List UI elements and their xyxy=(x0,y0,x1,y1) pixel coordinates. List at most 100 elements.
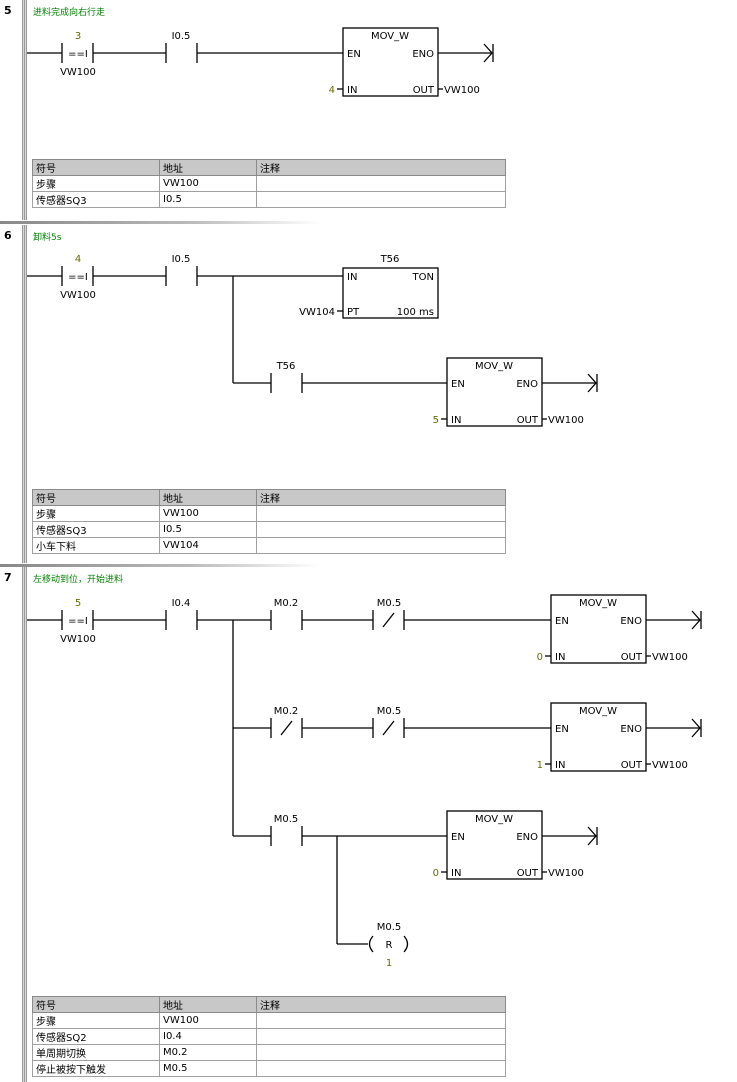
network-comment[interactable]: 左移动到位，开始进料 xyxy=(33,575,124,585)
in-value: 1 xyxy=(537,760,543,771)
network-separator xyxy=(0,564,320,567)
in-pin: IN xyxy=(347,272,357,283)
en-pin: EN xyxy=(451,379,465,390)
network-6[interactable]: 6 卸料5s 4 ==I VW100 I0.5 T56 xyxy=(0,225,737,563)
eno-pin: ENO xyxy=(620,616,642,627)
mov-w-box[interactable]: MOV_W EN ENO IN OUT 0 VW100 xyxy=(433,814,584,879)
pt-pin: PT xyxy=(347,307,360,318)
box-title: MOV_W xyxy=(579,706,617,717)
out-value: VW100 xyxy=(548,868,584,879)
eno-pin: ENO xyxy=(516,832,538,843)
compare-operand: VW100 xyxy=(60,634,96,645)
in-value: 0 xyxy=(537,652,543,663)
box-title: MOV_W xyxy=(579,598,617,609)
mov-w-box[interactable]: MOV_W EN ENO IN OUT 4 VW100 xyxy=(329,31,480,96)
contact-label[interactable]: I0.4 xyxy=(172,598,191,609)
contact-label[interactable]: M0.2 xyxy=(274,706,299,717)
mov-w-box[interactable]: MOV_W EN ENO IN OUT 1 VW100 xyxy=(537,706,688,771)
en-pin: EN xyxy=(555,724,569,735)
contact-label[interactable]: I0.5 xyxy=(172,31,191,42)
header-symbol: 符号 xyxy=(32,996,160,1013)
out-value: VW100 xyxy=(652,760,688,771)
in-value: 0 xyxy=(433,868,439,879)
time-base: 100 ms xyxy=(397,307,434,318)
contact-label[interactable]: M0.5 xyxy=(274,814,299,825)
compare-value: 3 xyxy=(75,31,81,42)
compare-operand: VW100 xyxy=(60,67,96,78)
header-comment: 注释 xyxy=(256,489,506,506)
en-pin: EN xyxy=(555,616,569,627)
in-pin: IN xyxy=(347,85,357,96)
mov-w-box[interactable]: MOV_W EN ENO IN OUT 0 VW100 xyxy=(537,598,688,663)
in-pin: IN xyxy=(555,760,565,771)
contact-label[interactable]: M0.5 xyxy=(377,706,402,717)
power-rail xyxy=(22,0,27,220)
ladder-diagram: 3 ==I VW100 I0.5 MOV_W EN ENO IN OUT 4 V… xyxy=(27,27,494,97)
eno-pin: ENO xyxy=(620,724,642,735)
header-symbol: 符号 xyxy=(32,159,160,176)
in-pin: IN xyxy=(451,868,461,879)
ladder-diagram: 5 ==I VW100 I0.4 M0.2 M0.5 M0.2 M0.5 M0.… xyxy=(27,594,702,969)
compare-op: ==I xyxy=(68,49,88,60)
compare-value: 5 xyxy=(75,598,81,609)
contact-label[interactable]: I0.5 xyxy=(172,254,191,265)
compare-contact[interactable]: 4 ==I VW100 xyxy=(60,254,96,301)
network-5[interactable]: 5 进料完成向右行走 3 ==I VW100 I0.5 MOV_W EN ENO… xyxy=(0,0,737,220)
contact-label[interactable]: M0.2 xyxy=(274,598,299,609)
header-address: 地址 xyxy=(159,996,257,1013)
compare-contact[interactable]: 5 ==I VW100 xyxy=(60,598,96,645)
timer-name: T56 xyxy=(380,254,400,265)
out-pin: OUT xyxy=(517,415,539,426)
out-pin: OUT xyxy=(621,760,643,771)
timer-type: TON xyxy=(412,272,434,283)
box-title: MOV_W xyxy=(475,814,513,825)
contact-label[interactable]: T56 xyxy=(276,361,296,372)
network-comment[interactable]: 卸料5s xyxy=(33,233,62,243)
ton-timer-box[interactable]: T56 IN TON PT 100 ms VW104 xyxy=(299,254,434,318)
eno-pin: ENO xyxy=(516,379,538,390)
reset-coil[interactable]: M0.5 R 1 xyxy=(377,922,402,969)
en-pin: EN xyxy=(347,49,361,60)
header-symbol: 符号 xyxy=(32,489,160,506)
coil-count: 1 xyxy=(386,958,392,969)
network-7[interactable]: 7 左移动到位，开始进料 xyxy=(0,567,737,1082)
in-value: 4 xyxy=(329,85,335,96)
compare-contact[interactable]: 3 ==I VW100 xyxy=(60,31,96,78)
coil-type: R xyxy=(386,940,393,951)
in-value: 5 xyxy=(433,415,439,426)
header-comment: 注释 xyxy=(256,159,506,176)
contact-label[interactable]: M0.5 xyxy=(377,598,402,609)
in-pin: IN xyxy=(555,652,565,663)
network-number: 7 xyxy=(4,571,12,584)
compare-op: ==I xyxy=(68,616,88,627)
out-pin: OUT xyxy=(621,652,643,663)
network-comment[interactable]: 进料完成向右行走 xyxy=(33,8,106,18)
header-address: 地址 xyxy=(159,159,257,176)
en-pin: EN xyxy=(451,832,465,843)
compare-value: 4 xyxy=(75,254,81,265)
network-number: 6 xyxy=(4,229,12,242)
pt-value: VW104 xyxy=(299,307,335,318)
out-pin: OUT xyxy=(517,868,539,879)
out-value: VW100 xyxy=(444,85,480,96)
mov-w-box[interactable]: MOV_W EN ENO IN OUT 5 VW100 xyxy=(433,361,584,426)
header-comment: 注释 xyxy=(256,996,506,1013)
coil-name: M0.5 xyxy=(377,922,402,933)
network-separator xyxy=(0,221,320,224)
box-title: MOV_W xyxy=(475,361,513,372)
power-rail xyxy=(22,567,27,1082)
compare-op: ==I xyxy=(68,272,88,283)
out-pin: OUT xyxy=(413,85,435,96)
